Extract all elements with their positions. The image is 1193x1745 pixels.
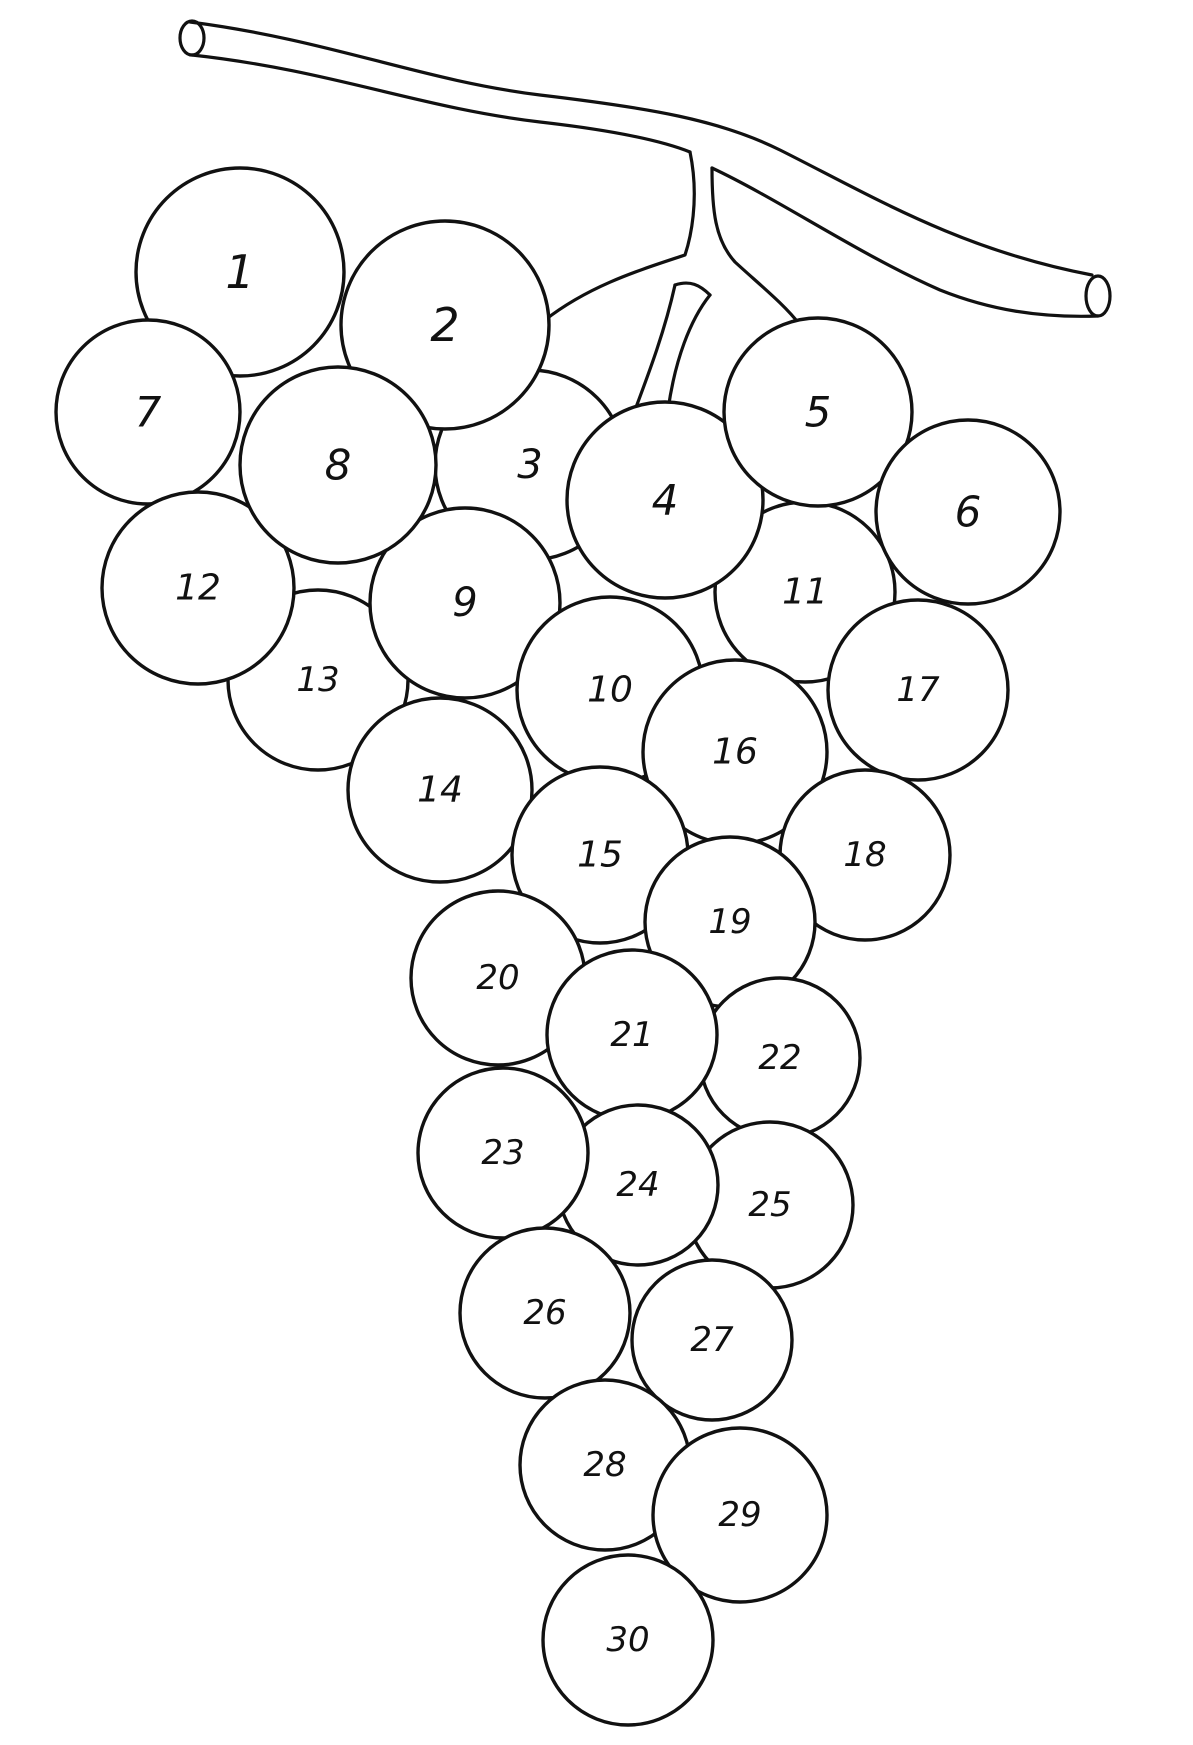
stem: [178, 19, 1112, 412]
grape-20: 20: [409, 889, 587, 1067]
grape-number: 4: [652, 476, 679, 525]
grape-4: 4: [565, 400, 765, 600]
grape-number: 27: [690, 1320, 734, 1360]
grape-29: 29: [651, 1426, 829, 1604]
vine-right-lower-edge: [710, 166, 1100, 318]
grape-number: 15: [577, 835, 623, 876]
stalk-inner-bridge: [673, 281, 712, 297]
vine-bottom-edge: [190, 53, 692, 154]
grape-circle: [54, 318, 242, 506]
grape-circle: [339, 219, 551, 431]
grape-number: 20: [476, 958, 519, 998]
grape-circle: [630, 1258, 794, 1422]
grape-7: 7: [54, 318, 242, 506]
grape-circle: [826, 598, 1010, 782]
grape-17: 17: [826, 598, 1010, 782]
grape-19: 19: [643, 835, 817, 1009]
grape-circle: [722, 316, 914, 508]
grape-14: 14: [346, 696, 534, 884]
grape-22: 22: [698, 976, 862, 1140]
grape-number: 16: [712, 732, 758, 773]
grape-number: 19: [708, 902, 751, 942]
stalk-inner-right: [666, 293, 712, 412]
grape-15: 15: [510, 765, 690, 945]
grape-21: 21: [545, 948, 719, 1122]
stalk-left: [543, 150, 696, 322]
grape-2: 2: [339, 219, 551, 431]
grape-1: 1: [134, 166, 346, 378]
grape-number: 7: [135, 388, 162, 437]
vine-end-left: [178, 19, 206, 57]
grape-circle: [874, 418, 1062, 606]
grape-number: 26: [523, 1293, 566, 1333]
grape-circle: [651, 1426, 829, 1604]
grape-circle: [541, 1553, 715, 1727]
grape-number: 5: [805, 388, 832, 437]
grape-number: 30: [606, 1620, 649, 1660]
stalk-inner-left: [633, 283, 677, 412]
grape-27: 27: [630, 1258, 794, 1422]
grape-number: 23: [481, 1133, 524, 1173]
grape-number: 21: [610, 1015, 653, 1055]
vine-top-edge: [188, 20, 1094, 277]
grape-9: 9: [368, 506, 562, 700]
stalk-right: [710, 166, 802, 327]
grape-circle: [458, 1226, 632, 1400]
grape-number: 8: [325, 441, 352, 490]
grape-8: 8: [238, 365, 438, 565]
grape-23: 23: [416, 1066, 590, 1240]
grape-circle: [346, 696, 534, 884]
grape-circle: [368, 506, 562, 700]
grape-circle: [100, 490, 296, 686]
grape-16: 16: [641, 658, 829, 846]
grape-6: 6: [874, 418, 1062, 606]
grape-circle: [565, 400, 765, 600]
grape-circle: [238, 365, 438, 565]
grape-number: 25: [748, 1185, 791, 1225]
grape-circle: [134, 166, 346, 378]
grape-number: 2: [430, 298, 459, 352]
grape-number: 14: [417, 770, 463, 811]
grape-number: 24: [616, 1165, 659, 1205]
grape-number: 1: [225, 245, 254, 299]
grape-5: 5: [722, 316, 914, 508]
grape-number: 9: [452, 580, 477, 626]
grape-number: 13: [296, 660, 339, 700]
grape-number: 17: [896, 670, 940, 710]
grape-number: 12: [175, 568, 221, 609]
grape-12: 12: [100, 490, 296, 686]
grape-number: 29: [718, 1495, 761, 1535]
grape-number: 18: [843, 835, 886, 875]
vine-end-right: [1084, 274, 1112, 318]
grape-number: 6: [955, 488, 982, 537]
grape-18: 18: [778, 768, 952, 942]
grape-26: 26: [458, 1226, 632, 1400]
grape-number: 28: [583, 1445, 626, 1485]
grape-number: 10: [587, 670, 633, 711]
grape-number: 22: [758, 1038, 801, 1078]
grape-number: 11: [782, 572, 828, 613]
grape-number: 3: [517, 442, 542, 488]
grape-30: 30: [541, 1553, 715, 1727]
